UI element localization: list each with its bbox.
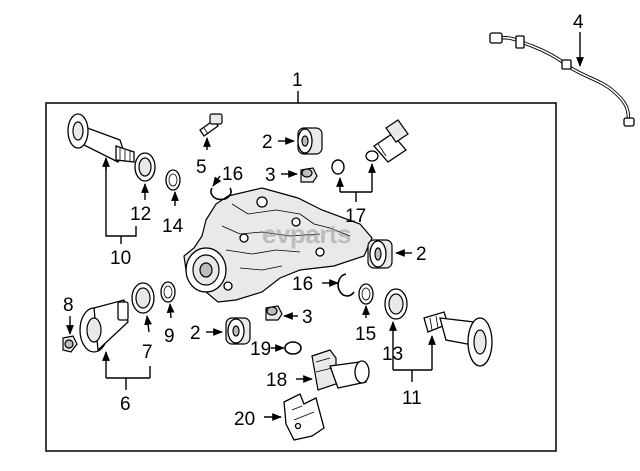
seal-13 (384, 288, 408, 320)
left-drive-flange (79, 299, 129, 353)
bracket-20 (283, 393, 325, 441)
mount-bushing-2-lower (225, 317, 251, 345)
callout-12: 12 (130, 204, 151, 225)
circlip-16-lower (337, 273, 355, 297)
o-ring-17 (331, 159, 345, 175)
actuator-motor-18 (311, 349, 370, 391)
seal-7 (131, 282, 155, 314)
callout-3-upper: 3 (265, 165, 276, 186)
o-ring-19 (284, 341, 302, 355)
callout-9: 9 (164, 326, 175, 347)
assembly-frame (45, 102, 557, 452)
callout-11: 11 (402, 388, 422, 409)
left-output-flange (67, 113, 135, 163)
callout-2-lower: 2 (190, 323, 201, 344)
differential-housing (183, 187, 373, 303)
vent-bolt-5 (199, 113, 223, 137)
drain-plug-3-lower (265, 305, 283, 321)
callout-13: 13 (382, 344, 403, 365)
callout-7: 7 (142, 342, 153, 363)
callout-2-top: 2 (262, 132, 273, 153)
callout-19: 19 (250, 339, 271, 360)
wiring-harness (489, 32, 635, 127)
callout-20: 20 (234, 409, 255, 430)
drain-plug-3-upper (300, 167, 318, 183)
snap-ring-15 (358, 283, 374, 305)
callout-17: 17 (345, 206, 366, 227)
callout-1: 1 (292, 70, 303, 91)
callout-10: 10 (110, 248, 131, 269)
callout-4: 4 (573, 12, 584, 33)
snap-ring-14 (165, 169, 181, 191)
callout-3-lower: 3 (302, 307, 313, 328)
snap-ring-9 (160, 281, 176, 303)
callout-16-upper: 16 (222, 164, 243, 185)
callout-18: 18 (266, 370, 287, 391)
watermark: evparts (262, 219, 351, 249)
seal-12 (134, 152, 156, 182)
callout-14: 14 (162, 216, 184, 237)
speed-sensor-17 (365, 119, 409, 163)
mount-bushing-2-right (367, 239, 393, 269)
callout-5: 5 (196, 157, 207, 178)
callout-15: 15 (355, 324, 376, 345)
callout-16-lower: 16 (292, 274, 313, 295)
circlip-16-upper (210, 187, 232, 201)
mount-bushing-2-top (297, 127, 323, 155)
callout-2-right: 2 (416, 244, 427, 265)
right-output-flange (423, 311, 493, 367)
bolt-8 (62, 335, 78, 353)
callout-6: 6 (120, 394, 131, 415)
callout-8: 8 (63, 295, 74, 316)
